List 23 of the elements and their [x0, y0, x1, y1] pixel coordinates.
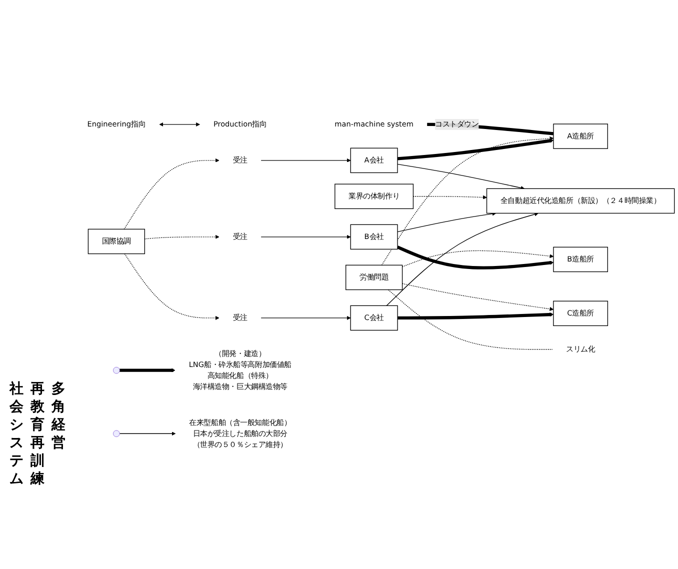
- arrow: [398, 312, 554, 320]
- arrow: [124, 158, 220, 230]
- arrow: [260, 158, 351, 162]
- connector: [388, 289, 553, 350]
- arrow: [397, 212, 496, 232]
- arrow: [120, 368, 176, 372]
- arrow: [119, 432, 176, 436]
- arrow: [397, 138, 554, 160]
- arrow: [412, 195, 487, 200]
- arrow: [124, 253, 220, 320]
- arrow: [402, 283, 554, 311]
- arrow: [396, 246, 554, 270]
- arrow: [402, 250, 554, 268]
- arrow: [386, 212, 538, 306]
- arrow: [159, 122, 200, 126]
- arrow: [260, 316, 351, 320]
- arrow: [144, 234, 220, 240]
- note-text: 再教育再訓練: [30, 380, 45, 488]
- note-text: 社会システム: [9, 380, 24, 488]
- arrow: [381, 136, 554, 266]
- arrow: [260, 234, 351, 239]
- note-text: 多角経営: [51, 380, 66, 452]
- arrow: [397, 164, 525, 190]
